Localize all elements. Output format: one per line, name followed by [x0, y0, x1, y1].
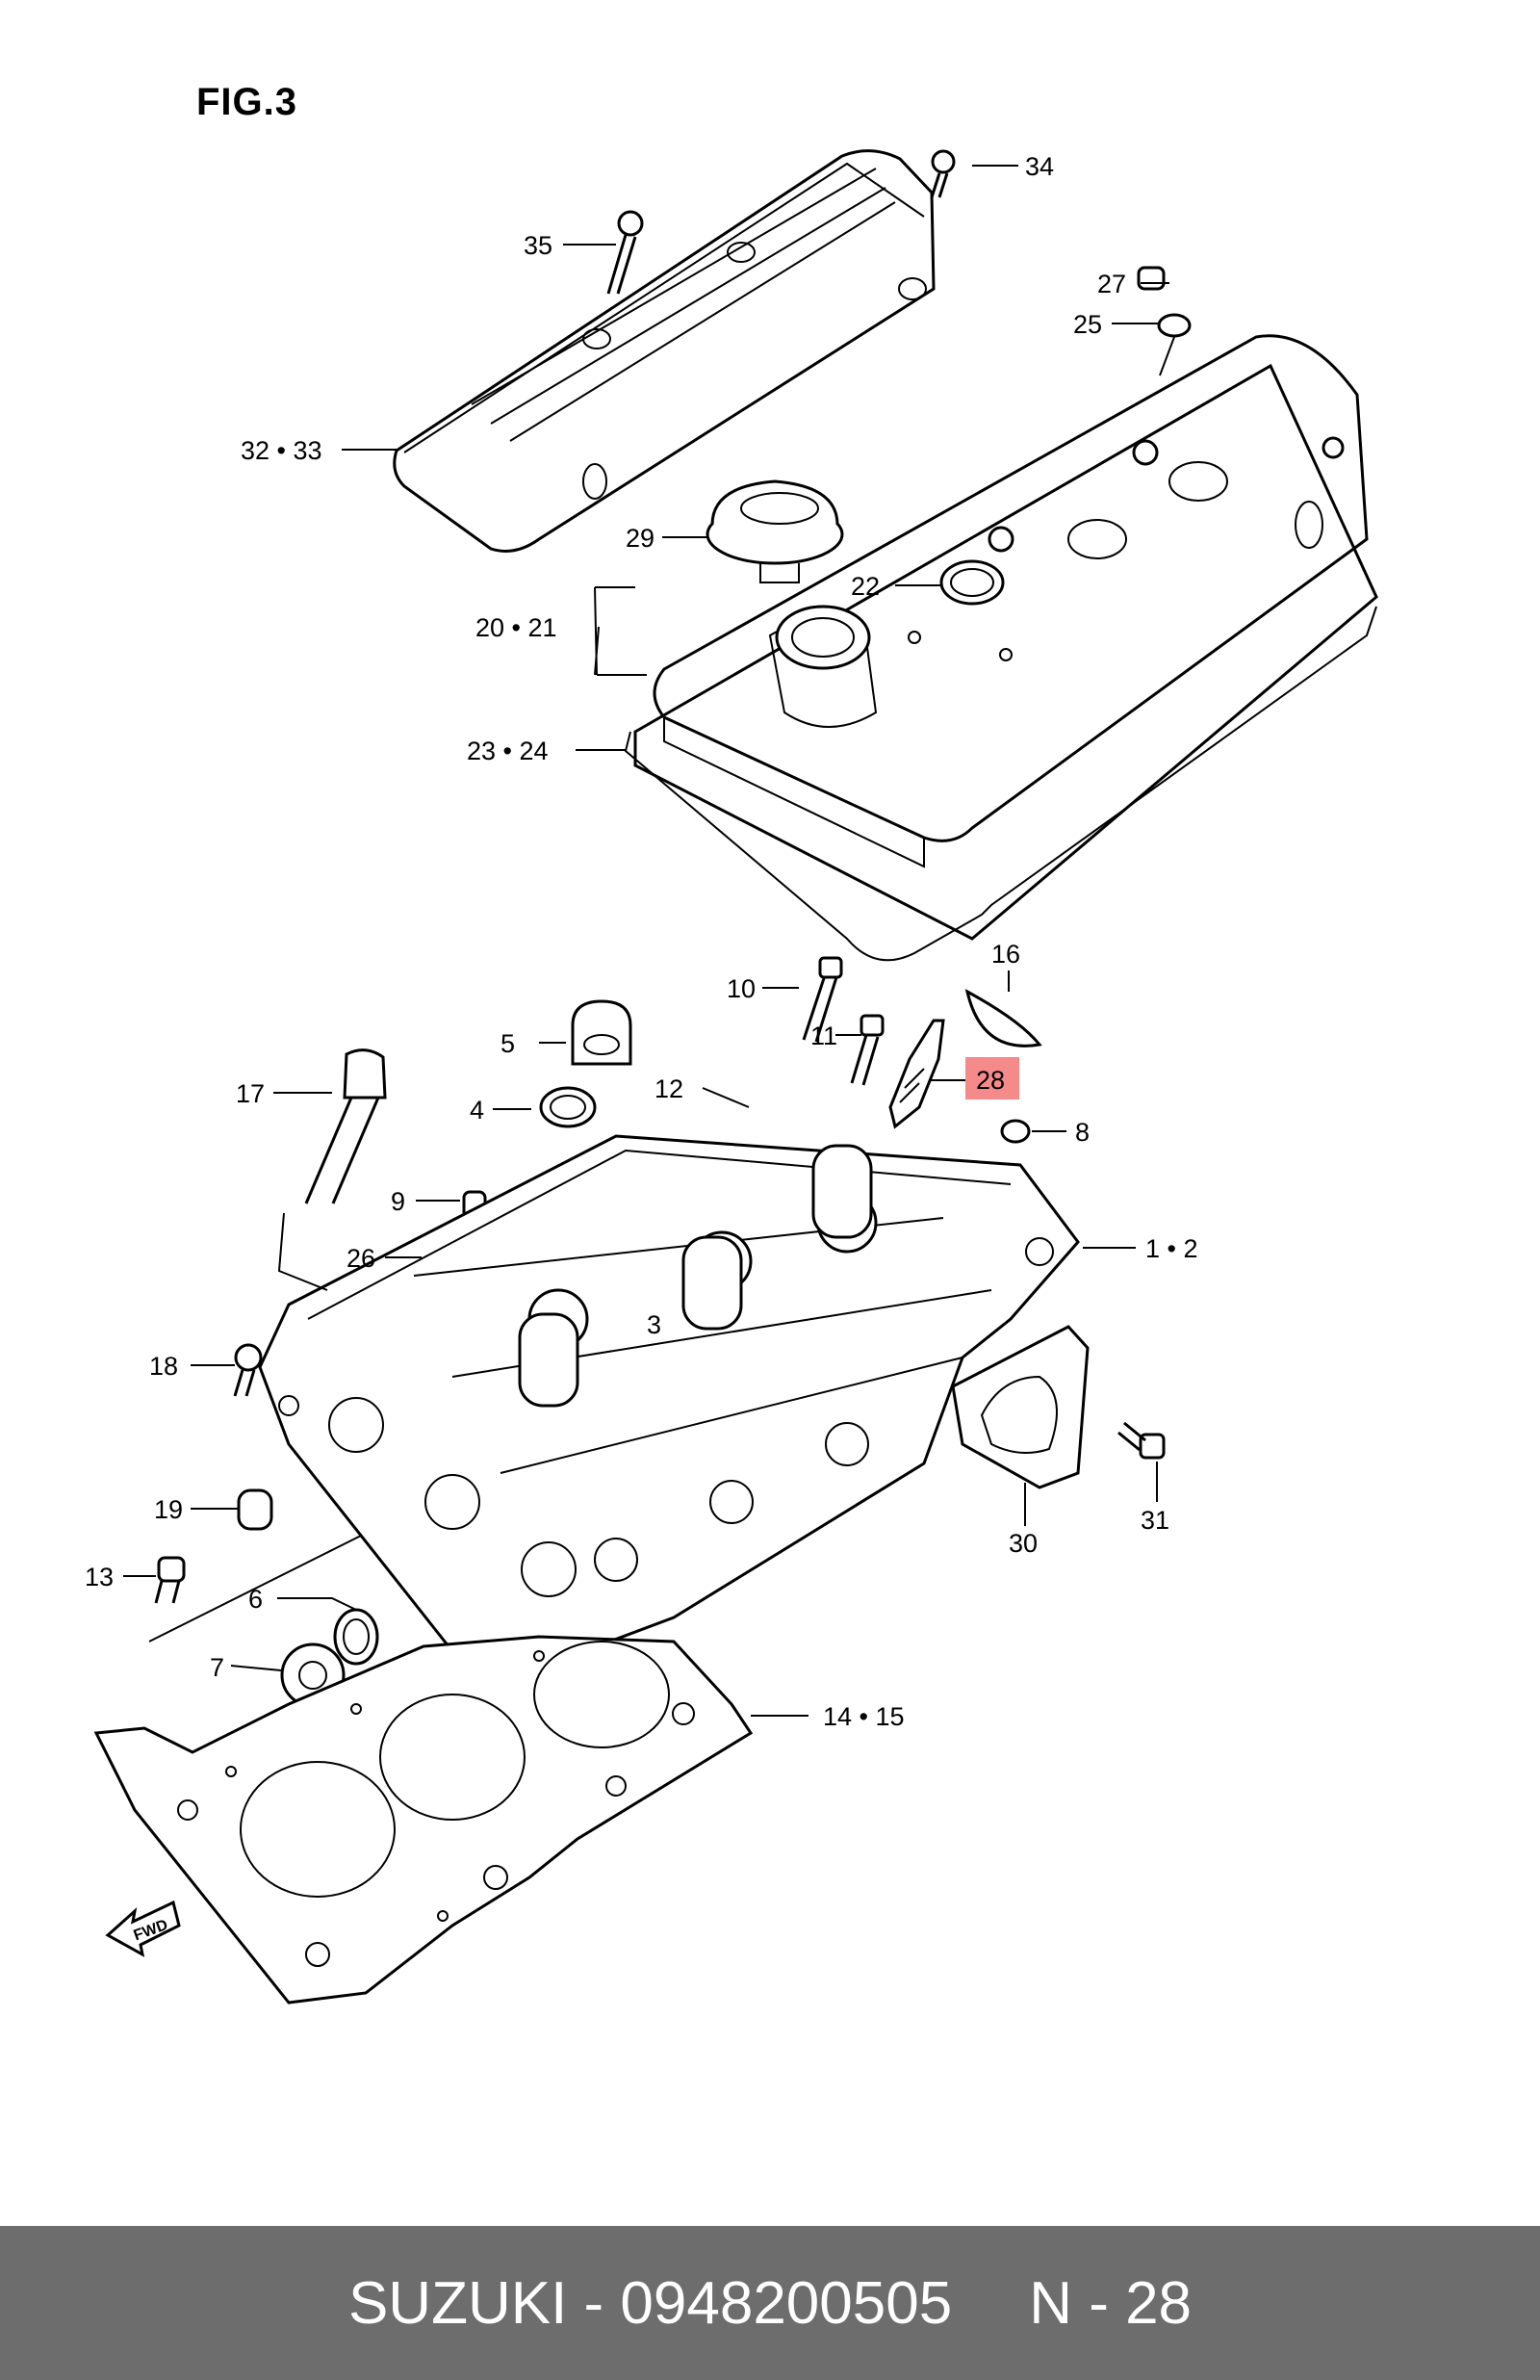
callout-11: 11 — [810, 1022, 837, 1050]
bracket-30 — [951, 1325, 1090, 1489]
callout-27: 27 — [1097, 270, 1126, 298]
callout-6: 6 — [248, 1585, 263, 1614]
callout-19: 19 — [154, 1495, 183, 1524]
bolt-31 — [1117, 1421, 1166, 1460]
parts-diagram: FWD 35 — [85, 149, 1378, 2005]
footer-part-number: SUZUKI - 0948200505 — [347, 2269, 953, 2337]
callout-18: 18 — [149, 1352, 178, 1381]
callout-34: 34 — [1025, 152, 1054, 181]
bolt-13 — [154, 1556, 186, 1604]
footer-reference: N - 28 — [1029, 2269, 1193, 2337]
bolt-35 — [606, 210, 644, 295]
cylinder-head-cover-upper — [393, 149, 936, 553]
callout-4: 4 — [470, 1096, 484, 1125]
callout-16: 16 — [991, 940, 1020, 969]
callout-labels: 35 34 27 25 32 • 33 29 22 20 • 21 23 • 2… — [85, 152, 1198, 1731]
callout-12: 12 — [654, 1074, 683, 1103]
cover-gasket-23-24 — [624, 606, 1377, 962]
callout-28: 28 — [976, 1066, 1005, 1095]
plug-16 — [964, 989, 1042, 1048]
callout-3: 3 — [647, 1310, 661, 1339]
callout-17: 17 — [236, 1079, 265, 1108]
bolt-18 — [233, 1343, 263, 1397]
callout-35: 35 — [524, 231, 552, 260]
callout-5: 5 — [500, 1029, 515, 1058]
oil-filler-cap-29 — [706, 479, 844, 583]
stud-10 — [802, 956, 843, 1043]
figure-title: FIG.3 — [196, 81, 298, 123]
fwd-arrow-icon: FWD — [105, 1900, 181, 1957]
callout-14-15: 14 • 15 — [823, 1702, 905, 1731]
callout-10: 10 — [727, 974, 756, 1003]
callout-31: 31 — [1141, 1506, 1169, 1535]
spark-plug-28 — [888, 1019, 945, 1129]
callout-7: 7 — [210, 1653, 224, 1682]
callout-20-21: 20 • 21 — [475, 613, 557, 642]
bolt-11 — [850, 1014, 885, 1086]
bolt-34 — [930, 149, 956, 198]
callout-9: 9 — [391, 1187, 405, 1216]
bolt-17 — [304, 1048, 387, 1204]
highlight-part-28 — [965, 1057, 1019, 1099]
plug-5 — [571, 999, 632, 1066]
footer-bar: SUZUKI - 0948200505 N - 28 — [0, 2226, 1540, 2380]
nut-27 — [1137, 266, 1166, 291]
washer-25 — [1157, 313, 1192, 338]
callout-26: 26 — [346, 1244, 375, 1273]
callout-1-2: 1 • 2 — [1145, 1234, 1198, 1263]
callout-23-24: 23 • 24 — [467, 737, 549, 765]
gasket-22 — [939, 559, 1005, 606]
callout-13: 13 — [85, 1563, 114, 1591]
dowel-19 — [237, 1488, 273, 1531]
plug-8 — [1000, 1119, 1031, 1144]
callout-32-33: 32 • 33 — [241, 436, 322, 465]
callout-30: 30 — [1009, 1529, 1038, 1558]
leader-lines — [123, 165, 1175, 1717]
callout-8: 8 — [1075, 1118, 1090, 1147]
callout-25: 25 — [1073, 310, 1102, 339]
oring-6 — [333, 1608, 379, 1666]
callout-22: 22 — [851, 572, 880, 601]
cylinder-head — [258, 1134, 1080, 1677]
callout-29: 29 — [626, 524, 654, 553]
cylinder-head-cover — [633, 334, 1378, 941]
head-gasket — [93, 1635, 754, 2005]
oring-4 — [539, 1086, 597, 1128]
